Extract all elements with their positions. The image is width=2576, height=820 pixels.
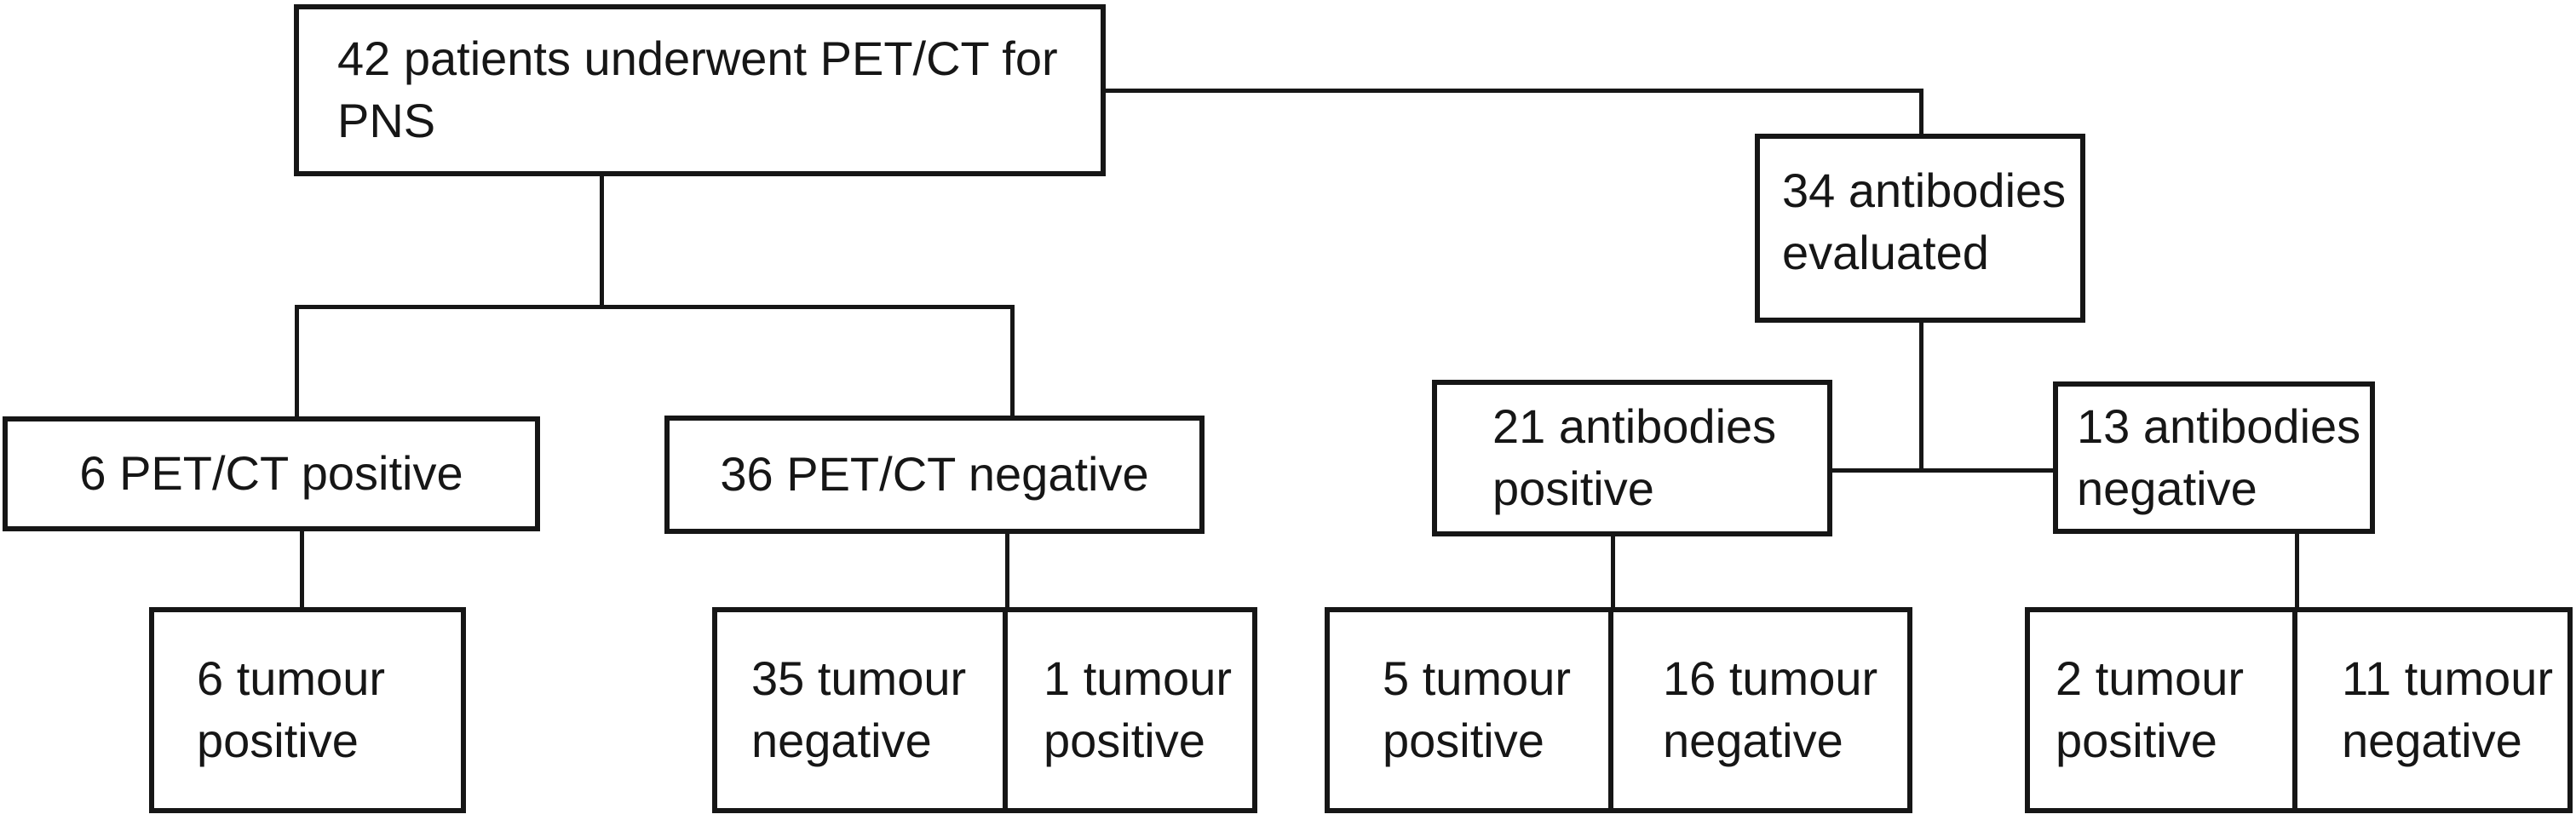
node-antibodies-evaluated: 34 antibodies evaluated	[1755, 134, 2085, 323]
node-label: 1 tumour positive	[1044, 651, 1232, 767]
connector-ab-split-bar	[1830, 468, 2056, 473]
connector-root-to-pet-split	[600, 170, 604, 309]
node-label: 16 tumour negative	[1663, 651, 1878, 767]
node-antibodies-negative: 13 antibodies negative	[2053, 381, 2375, 534]
node-label: 6 PET/CT positive	[79, 446, 463, 501]
node-antibodies-positive: 21 antibodies positive	[1432, 380, 1832, 536]
node-label: 21 antibodies positive	[1492, 399, 1777, 515]
node-label: 35 tumour negative	[751, 651, 967, 767]
node-patients-underwent-petct: 42 patients underwent PET/CT for PNS	[294, 4, 1106, 176]
connector-split-to-pet-positive	[295, 305, 299, 421]
connector-ab-negative-to-tumour	[2295, 529, 2299, 612]
connector-ab-positive-to-tumour	[1611, 531, 1615, 612]
node-label: 34 antibodies evaluated	[1782, 163, 2067, 279]
connector-pet-split-bar	[295, 305, 1015, 309]
node-label: 6 tumour positive	[197, 651, 385, 767]
node-petct-positive: 6 PET/CT positive	[3, 416, 540, 531]
node-label: 5 tumour positive	[1383, 651, 1571, 767]
node-ab-neg-tumour-positive: 2 tumour positive	[2025, 607, 2297, 813]
node-ab-pos-tumour-negative: 16 tumour negative	[1608, 607, 1912, 813]
connector-pet-negative-to-tumour	[1005, 529, 1009, 612]
node-label: 2 tumour positive	[2056, 651, 2244, 767]
connector-pet-positive-to-tumour	[300, 526, 304, 612]
node-pet-neg-tumour-positive: 1 tumour positive	[1003, 607, 1257, 813]
connector-root-to-antibodies	[1102, 89, 1923, 93]
connector-antibodies-drop-in	[1919, 89, 1923, 139]
connector-split-to-pet-negative	[1010, 305, 1015, 421]
node-ab-pos-tumour-positive: 5 tumour positive	[1325, 607, 1613, 813]
node-pet-neg-tumour-negative: 35 tumour negative	[712, 607, 1008, 813]
node-pet-pos-tumour-positive: 6 tumour positive	[149, 607, 466, 813]
node-petct-negative: 36 PET/CT negative	[664, 416, 1205, 534]
node-label: 13 antibodies negative	[2077, 399, 2361, 515]
node-label: 36 PET/CT negative	[720, 447, 1149, 502]
node-label: 11 tumour negative	[2342, 651, 2553, 767]
connector-antibodies-to-ab-split	[1919, 318, 1923, 473]
node-ab-neg-tumour-negative: 11 tumour negative	[2292, 607, 2573, 813]
node-label: 42 patients underwent PET/CT for PNS	[337, 32, 1058, 147]
